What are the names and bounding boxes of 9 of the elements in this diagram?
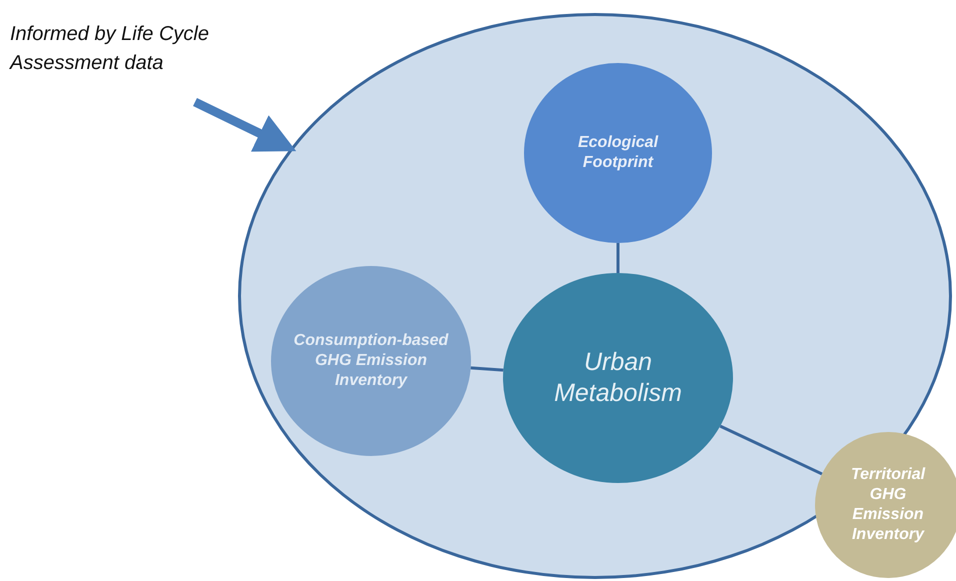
circle-label: Ecological Footprint (576, 133, 660, 173)
connector-line (470, 366, 504, 372)
circle-label: Urban Metabolism (553, 346, 683, 409)
circle-label: Consumption-based GHG Emission Inventory (292, 331, 450, 391)
connector-line (720, 424, 823, 476)
annotation-text: Informed by Life Cycle Assessment data (10, 20, 232, 78)
block-arrow (193, 98, 296, 152)
connector-line (616, 243, 620, 273)
circle-label: Territorial GHG Emission Inventory (850, 465, 926, 545)
